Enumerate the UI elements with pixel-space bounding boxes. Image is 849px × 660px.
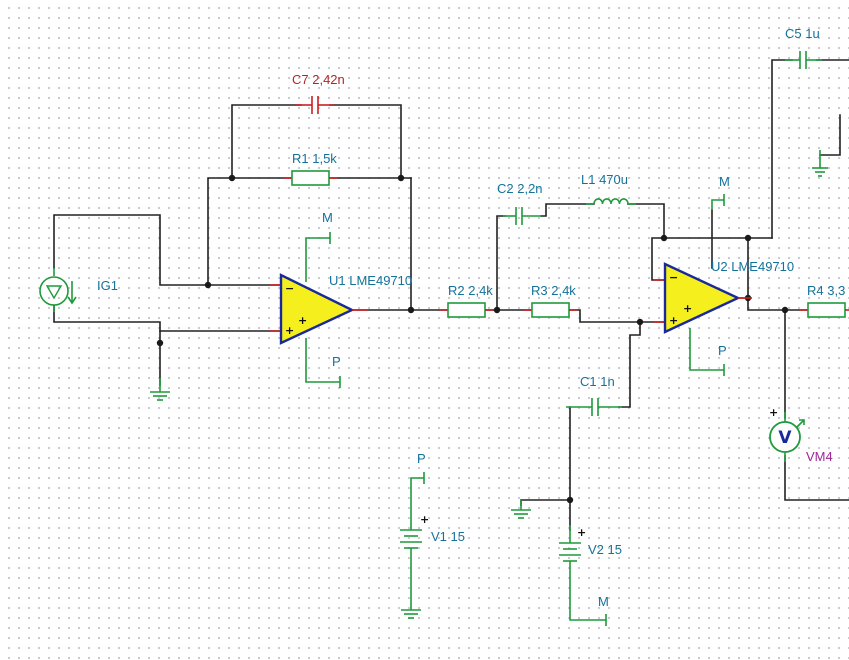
capacitor-c2[interactable]: C2 2,2n [497, 181, 543, 225]
opamp-u1[interactable]: − + + M P U1 LME49710 [270, 210, 412, 388]
wire-c7-left[interactable] [231, 104, 302, 179]
v2-plus-sign: + [577, 526, 586, 539]
inverting-input-sign: − [285, 282, 294, 295]
junction-dot [204, 281, 212, 289]
junction-dot [228, 174, 236, 182]
wire-r3-u2[interactable] [568, 309, 665, 323]
r2-label: R2 2,4k [448, 283, 493, 298]
current-arrow-icon [45, 285, 63, 300]
c2-label: C2 2,2n [497, 181, 543, 196]
u2-label: U2 LME49710 [711, 259, 794, 274]
v1-plus-sign: + [420, 513, 429, 526]
ground-symbol-1 [150, 378, 170, 401]
vm4-label: VM4 [806, 449, 833, 464]
u1-pin-m: M [322, 210, 333, 225]
wire-partial-right[interactable] [819, 114, 841, 156]
capacitor-c5[interactable]: C5 1u [785, 26, 822, 69]
junction-dot [660, 234, 668, 242]
junction-dot [493, 306, 501, 314]
resistor-r3[interactable]: R3 2,4k [524, 283, 577, 318]
u2-pin-m: M [719, 174, 730, 189]
opamp-u2[interactable]: − + + M P U2 LME49710 [654, 174, 794, 376]
junction-dot [781, 306, 789, 314]
c7-label: C7 2,42n [292, 72, 345, 87]
resistor-r2[interactable]: R2 2,4k [440, 283, 493, 318]
junction-dot [744, 234, 752, 242]
wire-c1-right[interactable] [618, 321, 641, 408]
v1-label: V1 15 [431, 529, 465, 544]
inductor-l1[interactable]: L1 470u [581, 172, 636, 205]
current-source-ig1[interactable]: IG1 [39, 268, 118, 312]
voltmeter-circle [769, 421, 801, 453]
battery-v2[interactable]: M + V2 15 [559, 525, 622, 626]
v1-pin-p: P [417, 451, 426, 466]
l1-label: L1 470u [581, 172, 628, 187]
r3-label: R3 2,4k [531, 283, 576, 298]
wire-l1-u2[interactable] [627, 203, 665, 281]
output-sign: + [298, 314, 307, 327]
capacitor-c1[interactable]: C1 1n [566, 374, 622, 416]
v2-label: V2 15 [588, 542, 622, 557]
wire-ig1-top[interactable] [53, 214, 281, 286]
wire-c7-right[interactable] [329, 104, 402, 179]
partial-component-right [812, 150, 828, 177]
junction-dot [636, 318, 644, 326]
resistor-r1[interactable]: R1 1,5k [284, 151, 337, 186]
voltmeter-icon: V [778, 428, 792, 448]
junction-dot [156, 339, 164, 347]
wire-c5-left[interactable] [771, 59, 793, 239]
ground-symbol-2 [511, 500, 531, 519]
vm4-plus-sign: + [769, 406, 778, 419]
battery-v1[interactable]: P + V1 15 [400, 451, 465, 610]
ig1-label: IG1 [97, 278, 118, 293]
current-source-circle [39, 276, 69, 306]
wire-ig1-bottom[interactable] [53, 305, 281, 332]
u1-pin-p: P [332, 354, 341, 369]
u2-pin-p: P [718, 343, 727, 358]
u2-output-sign: + [683, 302, 692, 315]
u1-label: U1 LME49710 [329, 273, 412, 288]
non-inverting-input-sign: + [285, 324, 294, 337]
c5-label: C5 1u [785, 26, 820, 41]
junction-dot [397, 174, 405, 182]
wire-c1-left[interactable] [520, 406, 571, 506]
v2-pin-m: M [598, 594, 609, 609]
u2-non-inverting-input-sign: + [669, 314, 678, 327]
ground-symbol-3 [401, 609, 421, 619]
voltmeter-vm4[interactable]: V + VM4 [769, 406, 833, 464]
junction-dot [566, 496, 574, 504]
wire-c2-left[interactable] [496, 215, 506, 311]
capacitor-c7[interactable]: C7 2,42n [292, 72, 345, 114]
resistor-r4[interactable]: R4 3,3 [800, 283, 849, 318]
wire-c2-l1[interactable] [540, 203, 595, 217]
junctions [156, 174, 789, 504]
u2-inverting-input-sign: − [669, 271, 678, 284]
wire-vm4-bottom[interactable] [784, 455, 849, 501]
r1-label: R1 1,5k [292, 151, 337, 166]
wire-r1-left[interactable] [207, 177, 293, 286]
c1-label: C1 1n [580, 374, 615, 389]
r4-label: R4 3,3 [807, 283, 845, 298]
junction-dot [407, 306, 415, 314]
